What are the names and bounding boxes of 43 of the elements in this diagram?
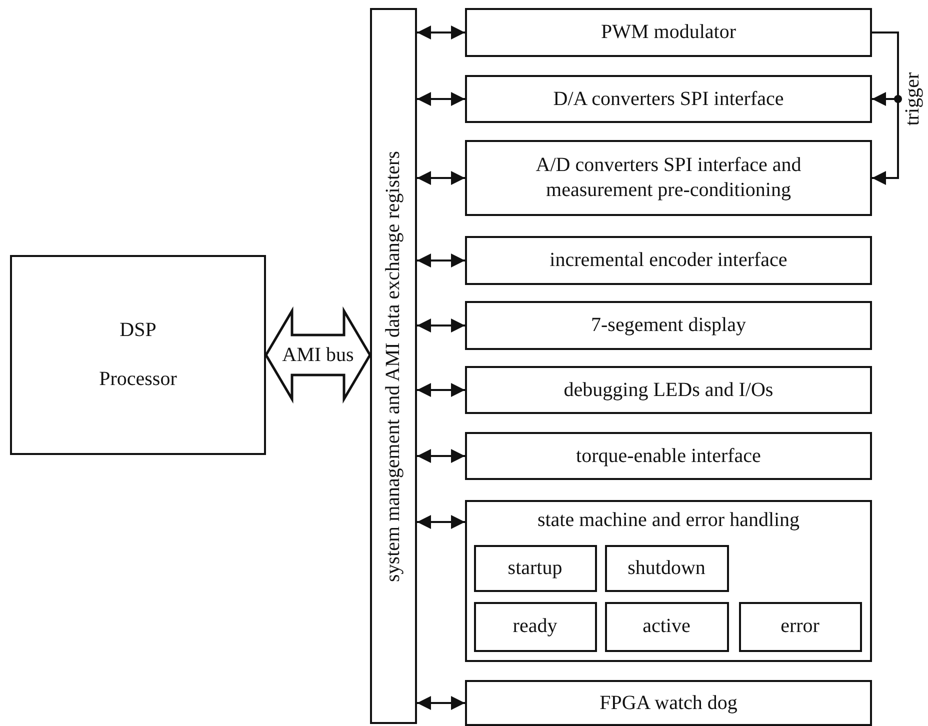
box-label: FPGA watch dog [598,690,738,716]
box-label: startup [506,556,564,580]
box-label: debugging LEDs and I/Os [562,378,774,402]
box-label: shutdown [626,556,706,580]
module-box [465,8,872,57]
box-label: active [642,614,692,639]
state-box [604,602,728,652]
register-bar [370,8,417,724]
arrow [417,92,465,106]
box-label: D/A converters SPI interface [552,86,785,112]
arrow [417,515,465,529]
box-label: incremental encoder interface [548,248,788,273]
box-label: torque-enable interface [575,444,762,468]
arrow [417,318,465,332]
module-box [465,366,872,414]
box-subtitle: Processor [98,367,178,392]
state-box [474,544,596,592]
state-box [474,602,596,652]
module-box [465,680,872,726]
processor-box [10,255,266,455]
module-box [465,301,872,350]
state-box [604,544,728,592]
arrow [417,26,465,40]
edge-label: trigger [901,72,924,126]
arrow [417,254,465,268]
box-label: ready [512,614,558,639]
arrow [417,171,465,185]
arrow [417,696,465,710]
arrow [417,449,465,463]
module-box [465,140,872,216]
module-box [465,432,872,480]
bar-label: system management and AMI data exchange registers [381,150,405,582]
module-panel [465,500,872,662]
state-box [738,602,862,652]
box-label: error [780,614,820,639]
box-label: PWM modulator [600,20,737,45]
module-box [465,75,872,123]
box-title: DSP [118,318,158,343]
arrow [417,383,465,397]
panel-title: state machine and error handling [537,508,800,533]
box-label: A/D converters SPI interface and measurement pre-conditioning [534,153,802,203]
module-box [465,236,872,285]
box-label: 7-segement display [590,313,747,338]
